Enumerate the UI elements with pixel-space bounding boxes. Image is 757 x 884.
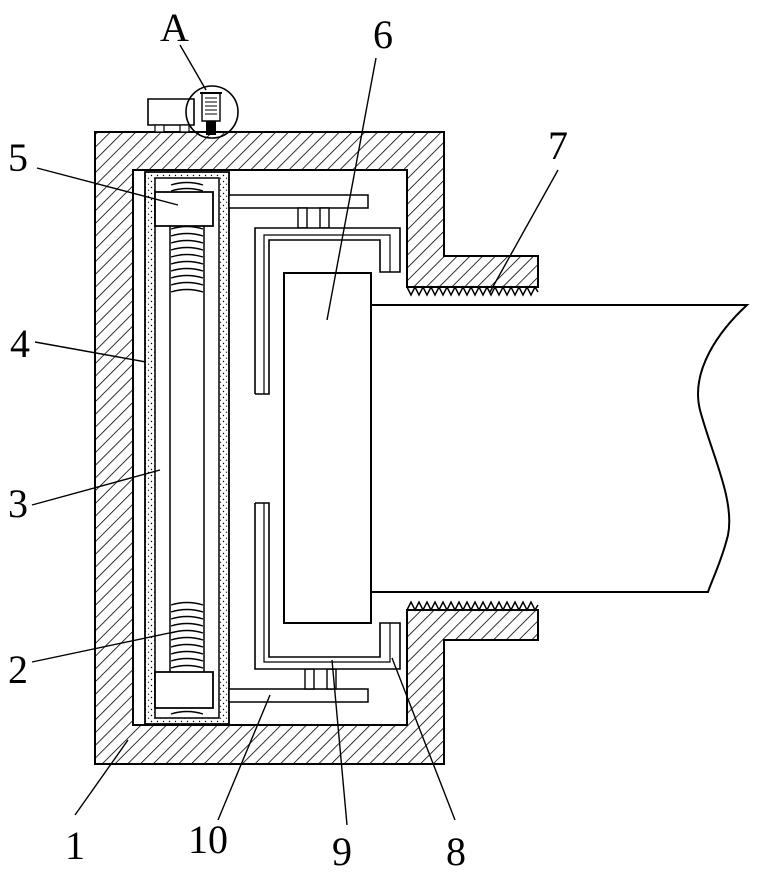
clamp-plate [284,273,371,623]
label-4: 4 [10,324,30,364]
leader-a [180,45,206,90]
pipe-body [371,305,747,592]
post-bottom-1 [305,669,314,689]
top-device-foot-2 [180,125,189,132]
thread-teeth-top [407,287,538,295]
thread-teeth-bottom [407,602,538,610]
label-9: 9 [332,832,352,872]
label-2: 2 [8,650,28,690]
label-7: 7 [548,126,568,166]
detail-a-block [202,93,220,121]
slider-block-top [155,192,213,226]
label-detail-a: A [160,8,189,48]
post-top-2 [320,208,329,228]
slider-block-bottom [155,672,213,708]
plate-top [229,195,368,208]
plate-bottom [229,689,368,702]
label-8: 8 [446,832,466,872]
detail-a-stem [206,121,216,135]
label-10: 10 [188,820,228,860]
post-top-1 [298,208,307,228]
label-1: 1 [65,826,85,866]
label-3: 3 [8,484,28,524]
top-device-foot-1 [155,125,164,132]
label-6: 6 [373,15,393,55]
label-5: 5 [8,138,28,178]
